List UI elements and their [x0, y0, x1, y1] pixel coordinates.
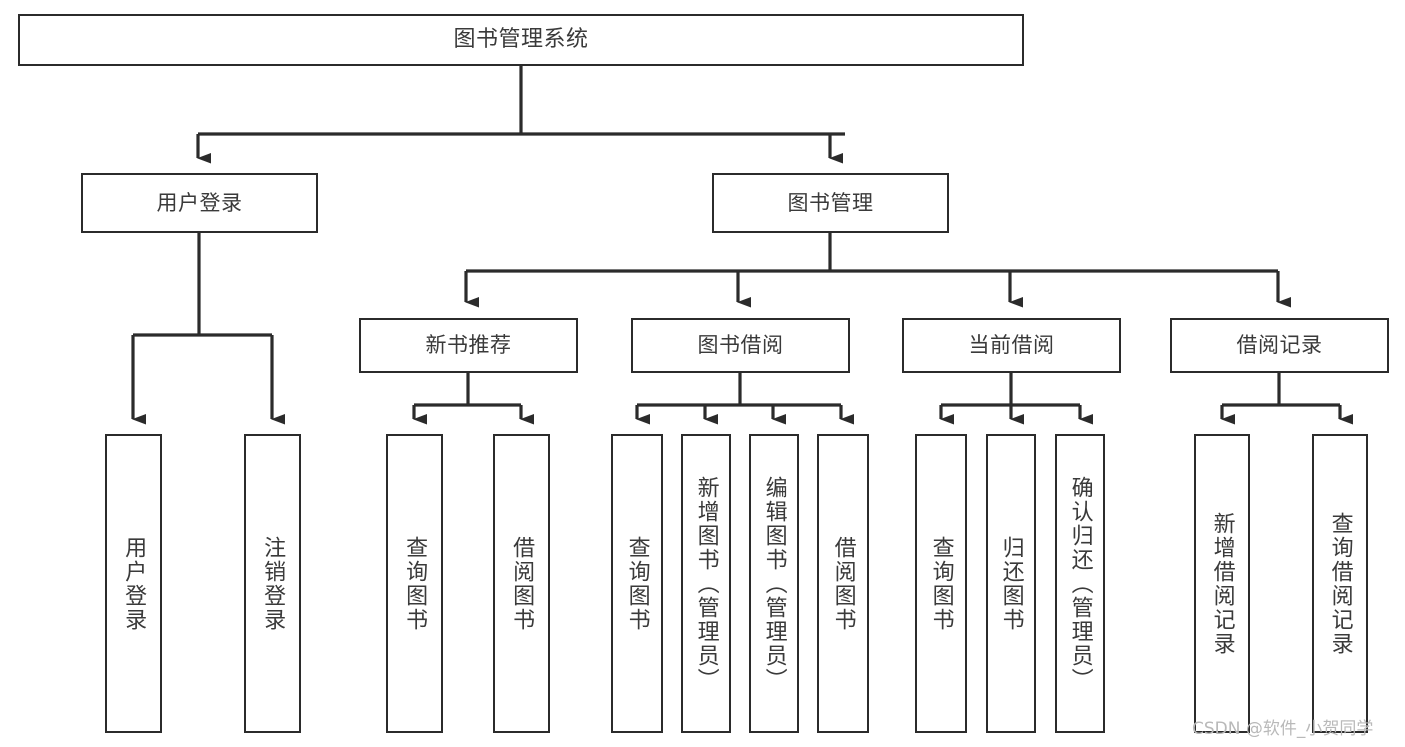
- node-label: 查询图书: [402, 535, 428, 632]
- node-root-system[interactable]: 图书管理系统: [18, 14, 1024, 66]
- node-label: 新增图书（管理员）: [693, 475, 719, 692]
- node-label: 新书推荐: [425, 333, 512, 357]
- node-label: 用户登录: [156, 190, 243, 215]
- leaf-confirm-return[interactable]: 确认归还（管理员）: [1055, 434, 1105, 733]
- leaf-query-record[interactable]: 查询借阅记录: [1312, 434, 1368, 733]
- node-label: 用户登录: [121, 535, 147, 632]
- node-current-borrow[interactable]: 当前借阅: [902, 318, 1121, 373]
- node-label: 注销登录: [260, 535, 286, 632]
- leaf-query-book-1[interactable]: 查询图书: [386, 434, 443, 733]
- node-label: 图书借阅: [697, 333, 784, 357]
- leaf-borrow-book-2[interactable]: 借阅图书: [817, 434, 869, 733]
- leaf-query-book-3[interactable]: 查询图书: [915, 434, 967, 733]
- leaf-return-book[interactable]: 归还图书: [986, 434, 1036, 733]
- node-label: 新增借阅记录: [1209, 511, 1235, 656]
- leaf-edit-book[interactable]: 编辑图书（管理员）: [749, 434, 799, 733]
- node-label: 当前借阅: [968, 333, 1055, 357]
- node-label: 借阅记录: [1236, 333, 1323, 357]
- node-label: 借阅图书: [830, 535, 856, 632]
- node-book-manage[interactable]: 图书管理: [712, 173, 949, 233]
- node-label: 查询借阅记录: [1327, 511, 1353, 656]
- node-label: 确认归还（管理员）: [1067, 475, 1093, 692]
- leaf-user-login[interactable]: 用户登录: [105, 434, 162, 733]
- node-new-book-recommend[interactable]: 新书推荐: [359, 318, 578, 373]
- leaf-logout[interactable]: 注销登录: [244, 434, 301, 733]
- leaf-query-book-2[interactable]: 查询图书: [611, 434, 663, 733]
- node-borrow-record[interactable]: 借阅记录: [1170, 318, 1389, 373]
- node-label: 图书管理: [787, 190, 874, 215]
- node-label: 查询图书: [928, 535, 954, 632]
- node-label: 编辑图书（管理员）: [761, 475, 787, 692]
- node-label: 图书管理系统: [453, 27, 589, 52]
- node-label: 归还图书: [998, 535, 1024, 632]
- leaf-borrow-book-1[interactable]: 借阅图书: [493, 434, 550, 733]
- node-label: 借阅图书: [509, 535, 535, 632]
- csdn-watermark: CSDN @软件_小贺同学: [1192, 719, 1374, 739]
- leaf-add-book[interactable]: 新增图书（管理员）: [681, 434, 731, 733]
- leaf-add-record[interactable]: 新增借阅记录: [1194, 434, 1250, 733]
- node-user-login[interactable]: 用户登录: [81, 173, 318, 233]
- node-label: 查询图书: [624, 535, 650, 632]
- node-book-borrow[interactable]: 图书借阅: [631, 318, 850, 373]
